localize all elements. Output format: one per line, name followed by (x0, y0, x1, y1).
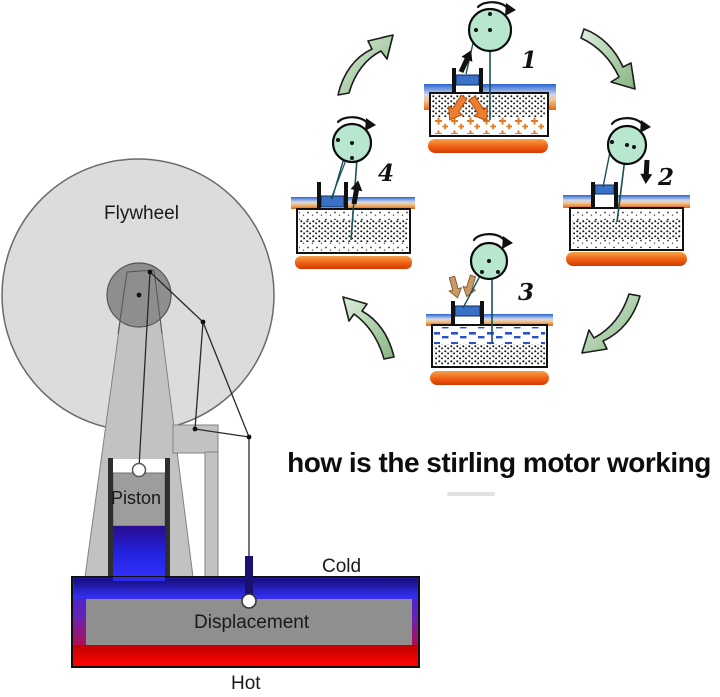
cycle-arrow-1-to-2-icon (580, 28, 636, 90)
cycle-stage-4-diagram (291, 116, 415, 269)
working-gas-column (113, 526, 165, 579)
stage3-piston (454, 305, 481, 317)
crank-linkage (138, 271, 250, 559)
linkage-joints (136, 269, 252, 440)
flywheel-label: Flywheel (104, 203, 179, 224)
displacement-chamber (71, 556, 420, 668)
rotation-arrow-icon (476, 1, 516, 16)
stage-3-number: 3 (518, 279, 535, 306)
rotation-arrow-icon (472, 233, 513, 249)
piston-up-arrow-icon (350, 180, 363, 205)
page-title: how is the stirling motor working (287, 447, 711, 478)
cycle-stage-1-diagram (424, 1, 556, 153)
rotation-arrow-icon (610, 117, 651, 133)
rod-guide-leg (204, 451, 219, 579)
cycle-stage-2-diagram (563, 117, 690, 266)
displacer-joint (241, 593, 257, 609)
cycle-arrow-3-to-4-icon (342, 296, 395, 360)
stage1-piston (455, 74, 480, 86)
heat-flow-arrows-icon (448, 94, 488, 122)
hot-label: Hot (231, 673, 261, 694)
displacer-rod (245, 556, 253, 602)
piston-up-arrow-icon (458, 50, 473, 74)
stage2-piston (594, 184, 615, 195)
cycle-arrows (337, 28, 641, 360)
cycle-stage-3-diagram (426, 233, 553, 385)
cold-label: Cold (322, 556, 362, 577)
engine-diagram (1, 158, 420, 668)
hot-side-band (73, 645, 418, 666)
cycle-arrow-4-to-1-icon (337, 34, 394, 96)
displacement-label: Displacement (194, 612, 310, 633)
rotation-arrow-icon (336, 116, 376, 131)
cycle-arrow-2-to-3-icon (581, 293, 641, 354)
piston-down-arrow-icon (640, 159, 653, 184)
power-cylinder (108, 458, 170, 579)
underline-mark (447, 492, 495, 496)
stage-1-number: 1 (521, 47, 538, 74)
piston-label: Piston (111, 488, 162, 508)
stage-4-number: 4 (378, 160, 395, 187)
stage-2-number: 2 (658, 164, 675, 191)
piston-joint (131, 462, 147, 478)
